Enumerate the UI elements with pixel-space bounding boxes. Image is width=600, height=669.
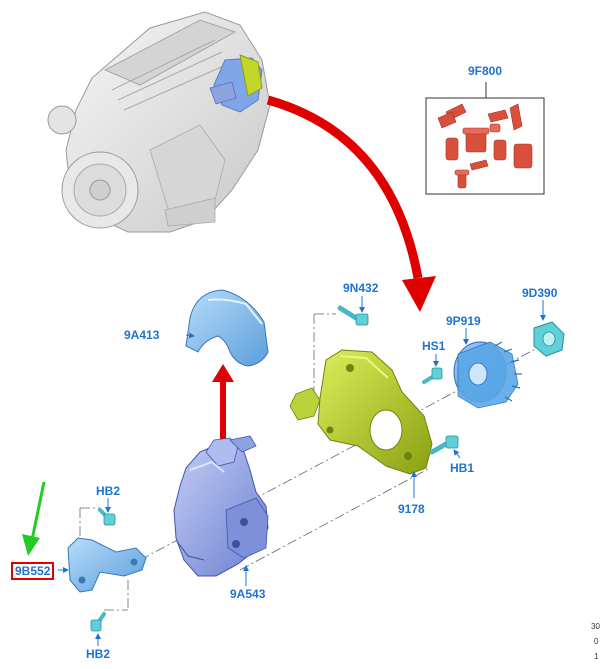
bolt-hb1[interactable]	[429, 435, 459, 455]
label-hb2-bottom[interactable]: HB2	[86, 647, 111, 661]
label-9p919[interactable]: 9P919	[446, 314, 481, 328]
leader-9a413	[185, 332, 195, 339]
label-9f800[interactable]: 9F800	[468, 64, 503, 78]
gear-9p919[interactable]	[453, 341, 522, 409]
label-9178[interactable]: 9178	[398, 502, 425, 516]
engine-illustration	[47, 11, 271, 233]
callout-arrowhead-up	[212, 364, 234, 382]
bolt-hb2-top[interactable]	[98, 508, 116, 526]
leader-hb1	[453, 449, 461, 459]
bolt-9n432[interactable]	[337, 305, 369, 326]
label-hs1[interactable]: HS1	[422, 339, 446, 353]
fuel-pump-illustration[interactable]	[173, 435, 269, 577]
corner-text-2: 0	[594, 637, 599, 646]
bracket-9b552[interactable]	[67, 537, 147, 593]
label-9b552-highlighted[interactable]: 9B552	[11, 562, 55, 580]
kit-9f800-box	[425, 82, 545, 195]
label-9d390[interactable]: 9D390	[522, 286, 558, 300]
label-hb1[interactable]: HB1	[450, 461, 475, 475]
label-9n432[interactable]: 9N432	[343, 281, 379, 295]
label-hb2-top[interactable]: HB2	[96, 484, 121, 498]
kit-parts	[437, 103, 533, 189]
corner-text-1: 30	[591, 622, 600, 631]
nut-9d390[interactable]	[533, 321, 565, 357]
label-9a543[interactable]: 9A543	[230, 587, 266, 601]
callout-arrow-engine-to-assembly	[266, 95, 423, 279]
label-9a413[interactable]: 9A413	[124, 328, 160, 342]
callout-arrowhead-down	[402, 276, 436, 312]
bolt-hb2-bottom[interactable]	[90, 612, 106, 632]
mounting-plate-9178[interactable]	[289, 349, 433, 475]
screw-hs1[interactable]	[422, 367, 443, 384]
corner-text-3: 1	[594, 652, 599, 661]
indicator-arrow	[22, 481, 46, 556]
cover-9a413[interactable]	[185, 289, 269, 367]
